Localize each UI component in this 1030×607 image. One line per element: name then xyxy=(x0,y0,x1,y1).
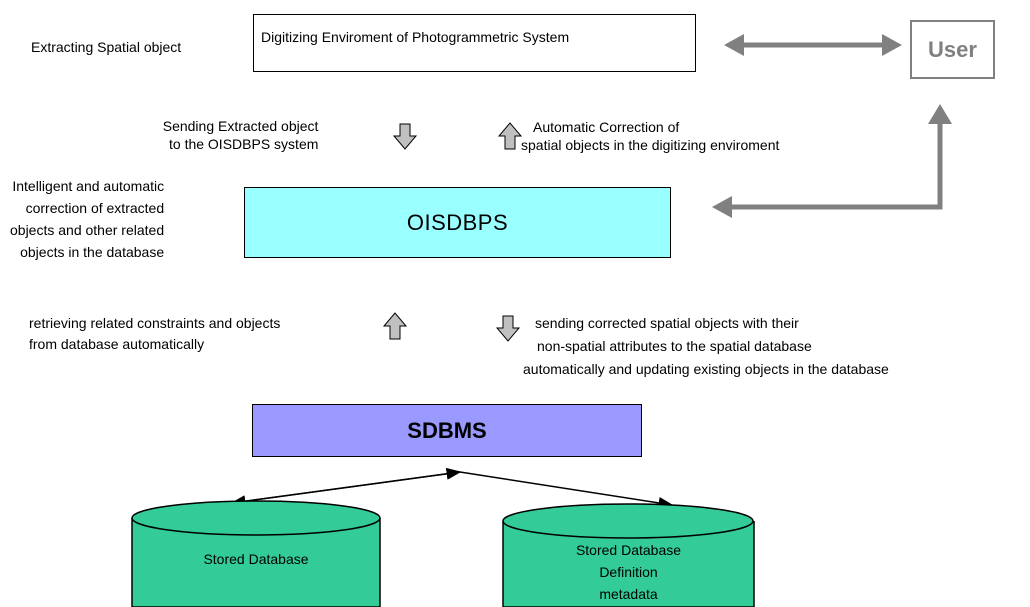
sdbms-db-arrows xyxy=(230,467,674,509)
oisdbps-box: OISDBPS xyxy=(244,187,671,258)
sdbms-box: SDBMS xyxy=(252,404,642,457)
down-block-arrow-send xyxy=(392,123,418,150)
stored-definition-line2: Definition xyxy=(599,564,658,580)
intelligent-line-3: objects and other related xyxy=(10,222,165,238)
stored-database-label: Stored Database xyxy=(203,551,309,567)
user-box: User xyxy=(910,20,995,79)
sending-extracted-label: Sending Extracted object to the OISDBPS … xyxy=(160,117,319,153)
automatic-correction-label: Automatic Correction of spatial objects … xyxy=(521,118,779,154)
automatic-correction-line1: Automatic Correction of xyxy=(533,119,680,135)
digitizing-user-double-arrow xyxy=(724,34,902,56)
stored-definition-cylinder xyxy=(502,503,755,607)
retrieving-line2: from database automatically xyxy=(29,336,205,352)
intelligent-line-2: correction of extracted xyxy=(25,200,165,216)
sdbms-title: SDBMS xyxy=(407,417,487,443)
sending-extracted-line2: to the OISDBPS system xyxy=(169,136,319,152)
intelligent-line-1: Intelligent and automatic xyxy=(12,178,165,194)
sending-corrected-line1: sending corrected spatial objects with t… xyxy=(535,315,799,331)
intelligent-line-4: objects in the database xyxy=(20,244,165,260)
sending-extracted-line1: Sending Extracted object xyxy=(162,118,319,134)
oisdbps-title: OISDBPS xyxy=(406,209,509,235)
stored-definition-line3: metadata xyxy=(599,586,658,602)
stored-database-cylinder xyxy=(131,500,381,607)
intelligent-correction-label: Intelligent and automatic correction of … xyxy=(10,175,164,263)
user-label: User xyxy=(928,36,977,62)
digitizing-environment-box: Digitizing Enviroment of Photogrammetric… xyxy=(253,14,696,72)
up-block-arrow-retrieve xyxy=(382,312,408,340)
up-block-arrow-auto xyxy=(497,122,523,150)
retrieving-line1: retrieving related constraints and objec… xyxy=(29,315,281,331)
automatic-correction-line2: spatial objects in the digitizing enviro… xyxy=(521,137,780,153)
extracting-spatial-object-label: Extracting Spatial object xyxy=(31,39,182,55)
retrieving-label: retrieving related constraints and objec… xyxy=(29,313,280,355)
user-to-oisdbps-arrow xyxy=(712,104,952,218)
sending-corrected-line3: automatically and updating existing obje… xyxy=(523,361,889,377)
stored-definition-label: Stored Database Definition metadata xyxy=(503,539,754,605)
sending-corrected-line2: non-spatial attributes to the spatial da… xyxy=(537,338,812,354)
sending-corrected-label: sending corrected spatial objects with t… xyxy=(523,312,889,381)
stored-definition-line1: Stored Database xyxy=(575,542,682,558)
down-block-arrow-sending xyxy=(495,315,521,342)
digitizing-environment-label: Digitizing Enviroment of Photogrammetric… xyxy=(261,29,570,45)
